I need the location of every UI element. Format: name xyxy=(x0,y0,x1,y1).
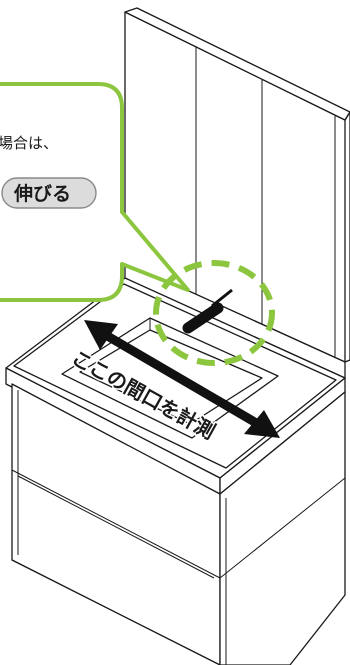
mirror-cabinet xyxy=(124,7,350,363)
dashed-circle-highlight xyxy=(153,260,275,366)
double-headed-arrow-icon xyxy=(84,320,280,438)
extend-label: 伸びる xyxy=(13,182,71,205)
extendable-hose-icon xyxy=(182,288,233,334)
callout-bubble: 場合は、 伸びる xyxy=(0,82,190,302)
callout-text: 場合は、 xyxy=(0,134,58,152)
extend-pill: 伸びる xyxy=(1,177,97,209)
vanity-cabinet xyxy=(11,383,346,665)
